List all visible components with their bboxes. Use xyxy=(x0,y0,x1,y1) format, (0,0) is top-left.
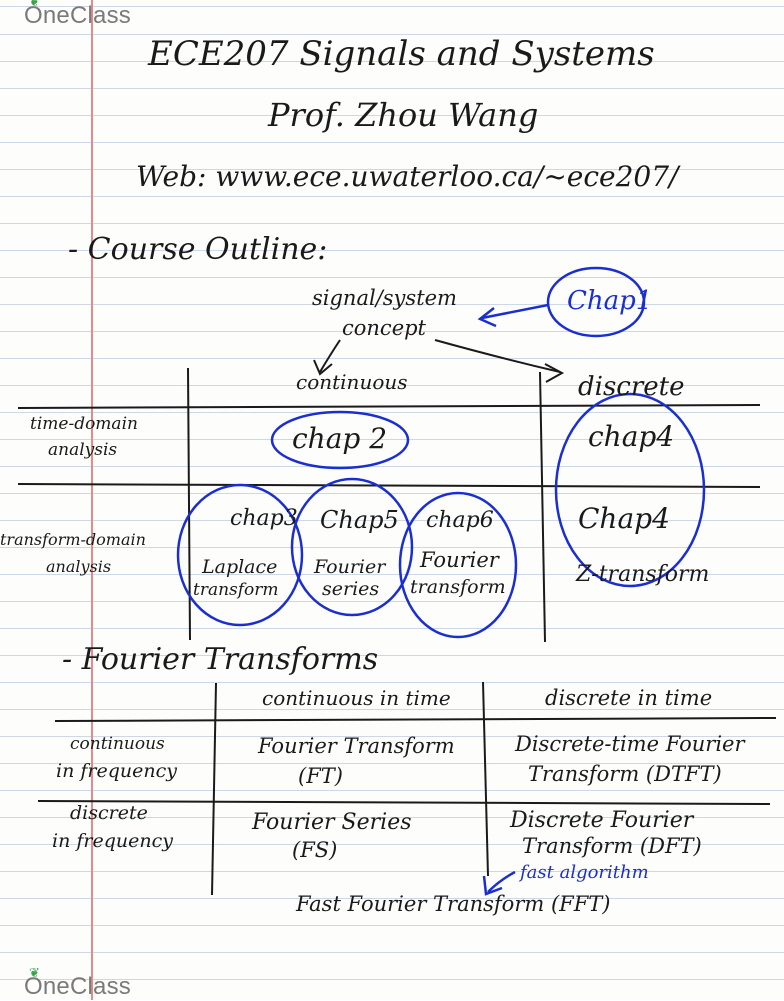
outline-col-line-right xyxy=(539,371,546,643)
outline-row-line-mid xyxy=(17,483,761,488)
outline-row-line-top xyxy=(17,404,761,409)
dft-line1: Discrete Fourier xyxy=(510,808,694,833)
row-continuous-freq-line2: in frequency xyxy=(56,760,177,782)
chap3-transform: transform xyxy=(193,580,279,600)
chap5-series: series xyxy=(322,578,380,600)
chap3-label: chap3 xyxy=(230,506,298,531)
fourier-row-line-top xyxy=(54,717,777,722)
fourier-transforms-heading: - Fourier Transforms xyxy=(62,642,379,677)
professor-name: Prof. Zhou Wang xyxy=(268,96,539,134)
chap4-time-label: chap4 xyxy=(588,420,675,453)
fourier-col-line-right xyxy=(482,681,489,877)
fs-line1: Fourier Series xyxy=(252,810,412,835)
row-transform-domain-line1: transform-domain xyxy=(0,530,146,549)
outline-col-line-left xyxy=(187,367,191,641)
column-continuous-in-time: continuous in time xyxy=(262,686,451,710)
chap6-label: chap6 xyxy=(426,508,494,533)
arrow-head-discrete xyxy=(544,363,565,383)
column-discrete: discrete xyxy=(578,372,685,402)
row-transform-domain-line2: analysis xyxy=(46,557,112,576)
oneclass-logo-top: ❦ OneClass xyxy=(24,0,131,30)
ft-line1: Fourier Transform xyxy=(258,734,455,758)
row-discrete-freq-line1: discrete xyxy=(70,802,148,824)
course-outline-heading: - Course Outline: xyxy=(68,232,328,267)
row-time-domain-line1: time-domain xyxy=(30,414,138,434)
column-continuous: continuous xyxy=(296,370,408,394)
concept-text-line2: concept xyxy=(342,316,426,340)
chap5-fourier: Fourier xyxy=(314,556,386,578)
arrow-from-chap1 xyxy=(481,303,549,320)
arrow-head-chap1 xyxy=(477,307,497,328)
fourier-row-line-mid xyxy=(37,800,771,805)
arrow-head-continuous xyxy=(313,359,333,376)
chap2-circle xyxy=(270,410,410,470)
chap4-z-transform: Z-transform xyxy=(576,562,710,587)
fs-line2: (FS) xyxy=(292,838,338,862)
page-title: ECE207 Signals and Systems xyxy=(148,34,655,74)
chap6-circle xyxy=(398,491,518,639)
row-time-domain-line2: analysis xyxy=(48,440,118,460)
chap1-circle xyxy=(546,266,646,338)
column-discrete-in-time: discrete in time xyxy=(545,686,713,710)
chap5-label: Chap5 xyxy=(320,506,399,534)
dft-line2: Transform (DFT) xyxy=(522,834,702,858)
ft-line2: (FT) xyxy=(298,764,343,788)
chap5-circle xyxy=(290,477,414,617)
row-continuous-freq-line1: continuous xyxy=(70,734,165,754)
concept-text-line1: signal/system xyxy=(312,286,457,310)
dtft-line2: Transform (DTFT) xyxy=(528,762,722,786)
leaf-icon: ❦ xyxy=(29,0,41,9)
arrow-to-continuous xyxy=(319,339,341,373)
dtft-line1: Discrete-time Fourier xyxy=(515,732,745,756)
course-web-link: Web: www.ece.uwaterloo.ca/~ece207/ xyxy=(136,160,679,193)
fft-label: Fast Fourier Transform (FFT) xyxy=(296,892,611,916)
chap6-fourier: Fourier xyxy=(420,548,499,572)
chap1-label: Chap1 xyxy=(567,286,653,316)
arrow-to-discrete xyxy=(434,339,561,373)
chap3-laplace: Laplace xyxy=(202,556,278,578)
fast-algorithm-arrow-head xyxy=(482,875,503,896)
row-discrete-freq-line2: in frequency xyxy=(52,830,173,852)
oneclass-logo-bottom: ❦ OneClass xyxy=(24,965,131,1000)
fourier-col-line-left xyxy=(211,682,217,896)
chap4-transform-label: Chap4 xyxy=(578,502,670,535)
fast-algorithm-arrow xyxy=(487,870,516,893)
chap2-label: chap 2 xyxy=(292,422,388,455)
margin-line xyxy=(91,0,93,1000)
fast-algorithm-note: fast algorithm xyxy=(520,862,649,883)
leaf-icon: ❦ xyxy=(29,965,41,980)
chap4-circle xyxy=(554,392,706,588)
chap6-transform: transform xyxy=(410,576,506,598)
chap3-circle xyxy=(176,483,304,627)
